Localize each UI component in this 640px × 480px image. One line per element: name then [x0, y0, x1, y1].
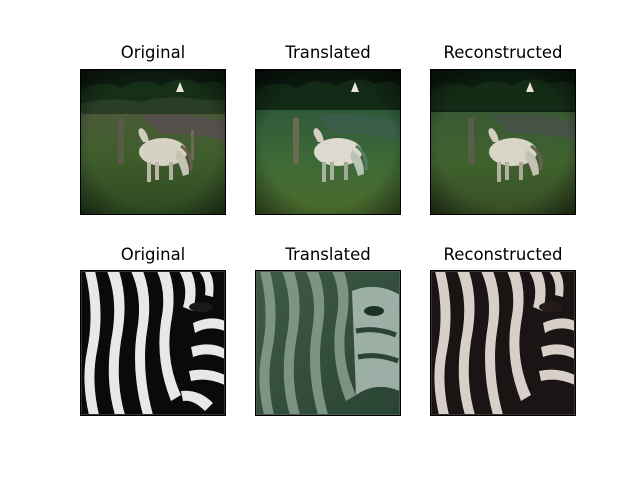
image-zebra-reconstructed: [430, 270, 576, 416]
image-horse-translated: [255, 69, 401, 215]
title-row2-reconstructed: Reconstructed: [443, 245, 563, 264]
image-horse-original: [80, 69, 226, 215]
title-row1-original: Original: [120, 43, 186, 62]
image-zebra-original: [80, 270, 226, 416]
title-row2-original: Original: [120, 245, 186, 264]
image-zebra-translated: [255, 270, 401, 416]
title-row2-translated: Translated: [285, 245, 371, 264]
title-row1-translated: Translated: [285, 43, 371, 62]
title-row1-reconstructed: Reconstructed: [443, 43, 563, 62]
image-horse-reconstructed: [430, 69, 576, 215]
